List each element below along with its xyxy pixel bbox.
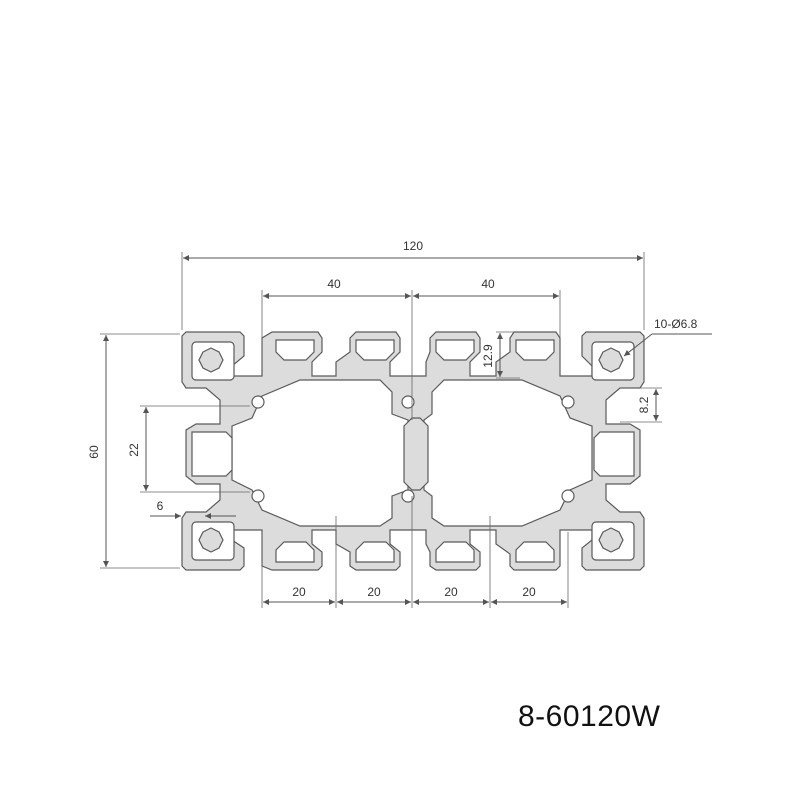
bottom-pitch-1-label: 20	[292, 585, 306, 599]
bottom-pitch-4-label: 20	[522, 585, 536, 599]
bottom-slot-2	[355, 541, 395, 563]
slot-depth-label: 12.9	[481, 344, 495, 368]
boss-5	[561, 395, 575, 409]
hole-top-left	[198, 347, 224, 373]
top-slot-3	[435, 339, 475, 361]
boss-3	[401, 395, 415, 409]
bottom-pitch-2-label: 20	[367, 585, 381, 599]
bottom-pitch-3-label: 20	[444, 585, 458, 599]
dimension-slot-span: 22	[127, 405, 250, 493]
overall-width-label: 120	[403, 239, 423, 253]
top-slot-1	[275, 339, 315, 361]
dimension-slot-depth: 12.9	[481, 331, 520, 379]
dimension-overall-height: 60	[87, 333, 180, 569]
dimension-slot-width: 8.2	[620, 387, 662, 423]
model-code: 8-60120W	[518, 700, 661, 733]
hole-bottom-left	[198, 527, 224, 553]
hole-top-right	[598, 347, 624, 373]
top-slot-4	[515, 339, 555, 361]
hole-callout-label: 10-Ø6.8	[654, 317, 698, 331]
dimension-overall-width: 120	[181, 239, 645, 330]
bottom-slot-3	[435, 541, 475, 563]
left-side-slot	[191, 431, 233, 477]
slot-opening-label: 6	[157, 499, 164, 513]
slot-span-label: 22	[127, 443, 141, 457]
bottom-slot-1	[275, 541, 315, 563]
boss-6	[561, 489, 575, 503]
boss-1	[251, 395, 265, 409]
hole-bottom-right	[598, 527, 624, 553]
overall-height-label: 60	[87, 445, 101, 459]
pitch-top-right-label: 40	[481, 277, 495, 291]
dimension-top-pitch: 40 40	[261, 277, 561, 420]
center-core	[403, 417, 429, 491]
boss-4	[401, 489, 415, 503]
pitch-top-left-label: 40	[327, 277, 341, 291]
hole-callout: 10-Ø6.8	[623, 317, 712, 357]
dimension-slot-opening: 6	[150, 499, 236, 519]
bottom-slot-4	[515, 541, 555, 563]
right-side-slot	[593, 431, 635, 477]
dimension-bottom-pitch: 20 20 20 20	[261, 496, 569, 608]
top-slot-2	[355, 339, 395, 361]
boss-2	[251, 489, 265, 503]
aluminum-profile	[181, 331, 645, 571]
slot-width-label: 8.2	[637, 396, 651, 413]
